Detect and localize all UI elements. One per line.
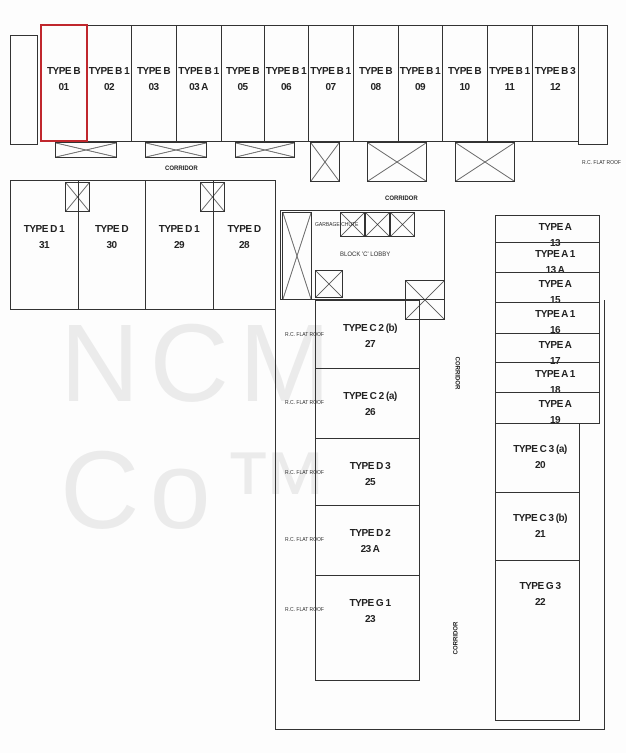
unit-type-label: TYPE B 1 [178, 66, 219, 77]
unit-no-label: 16 [549, 325, 561, 336]
flat-roof-label: R.C. FLAT ROOF [285, 537, 324, 543]
unit-type-label: TYPE D [227, 224, 261, 235]
flat-roof-top [578, 25, 608, 145]
unit-type-label: TYPE D 1 [158, 224, 200, 235]
unit-type-label: TYPE D 1 [23, 224, 65, 235]
unit-type-label: TYPE C 2 (a) [343, 391, 397, 402]
unit-no-label: 21 [534, 529, 546, 540]
unit-no-label: 09 [414, 82, 426, 93]
unit-type-label: TYPE A [538, 222, 572, 233]
unit-type-label: TYPE B [447, 66, 482, 77]
unit-no-label: 08 [370, 82, 381, 93]
unit-type-label: TYPE B [225, 66, 260, 77]
lift [340, 212, 365, 237]
unit-type-label: TYPE G 3 [519, 581, 561, 592]
unit-no-label: 31 [38, 240, 50, 251]
void [405, 280, 445, 320]
outer-wall [275, 300, 605, 730]
flat-roof-label: R.C. FLAT ROOF [285, 400, 324, 406]
garbage-chute-label: GARBAGE CHUTE [315, 222, 359, 228]
unit-type-label: TYPE B 1 [88, 66, 130, 77]
void [200, 182, 225, 212]
unit-type-label: TYPE B 1 [265, 66, 307, 77]
unit-no-label: 13 A [545, 265, 565, 276]
void [145, 142, 207, 158]
unit-22[interactable] [495, 560, 580, 721]
unit-type-label: TYPE D [94, 224, 129, 235]
unit-no-label: 03 A [189, 82, 208, 93]
unit-type-label: TYPE B 1 [489, 66, 530, 77]
void [367, 142, 427, 182]
unit-type-label: TYPE D 3 [349, 461, 391, 472]
unit-type-label: TYPE G 1 [349, 598, 391, 609]
unit-no-label: 28 [238, 240, 250, 251]
unit-no-label: 23 [364, 614, 376, 625]
corridor-label: CORRIDOR [385, 196, 418, 202]
flat-roof-label: R.C. FLAT ROOF [285, 332, 324, 338]
unit-no-label: 10 [459, 82, 470, 93]
unit-no-label: 23 A [360, 544, 380, 555]
unit-no-label: 29 [173, 240, 185, 251]
void [455, 142, 515, 182]
unit-23[interactable] [315, 575, 420, 681]
unit-type-label: TYPE A [538, 279, 572, 290]
unit-type-label: TYPE B [136, 66, 171, 77]
unit-type-label: TYPE B [46, 66, 81, 77]
void [282, 212, 312, 300]
flat-roof-label: R.C. FLAT ROOF [582, 160, 621, 166]
unit-type-label: TYPE A 1 [535, 249, 575, 260]
unit-type-label: TYPE A 1 [535, 369, 575, 380]
void [65, 182, 90, 212]
unit-no-label: 13 [549, 238, 561, 249]
unit-no-label: 06 [280, 82, 292, 93]
lift [365, 212, 390, 237]
corridor-label: CORRIDOR [165, 166, 198, 172]
unit-type-label: TYPE A [538, 340, 572, 351]
void [315, 270, 343, 298]
unit-type-label: TYPE C 2 (b) [342, 323, 398, 334]
void [55, 142, 117, 158]
void [310, 142, 340, 182]
watermark: NCM Co™ [60, 302, 341, 552]
unit-no-label: 25 [364, 477, 376, 488]
unit-no-label: 01 [58, 82, 69, 93]
flat-roof-label: R.C. FLAT ROOF [285, 607, 324, 613]
unit-no-label: 19 [549, 415, 561, 426]
void [235, 142, 295, 158]
unit-type-label: TYPE C 3 (a) [513, 444, 567, 455]
lift [390, 212, 415, 237]
selected-unit-highlight[interactable] [40, 24, 88, 142]
unit-type-label: TYPE C 3 (b) [512, 513, 568, 524]
unit-no-label: 17 [549, 356, 561, 367]
unit-no-label: 30 [106, 240, 117, 251]
unit-no-label: 18 [549, 385, 561, 396]
unit-type-label: TYPE B [358, 66, 393, 77]
stair-core [10, 35, 38, 145]
unit-type-label: TYPE B 1 [399, 66, 441, 77]
unit-no-label: 03 [148, 82, 159, 93]
unit-type-label: TYPE A 1 [535, 309, 575, 320]
unit-type-label: TYPE B 1 [310, 66, 351, 77]
unit-no-label: 05 [237, 82, 248, 93]
unit-no-label: 12 [549, 82, 561, 93]
lift-lobby [280, 210, 445, 300]
lobby-label: BLOCK 'C' LOBBY [340, 252, 391, 258]
flat-roof-label: R.C. FLAT ROOF [285, 470, 324, 476]
unit-type-label: TYPE B 3 [534, 66, 576, 77]
unit-no-label: 20 [534, 460, 546, 471]
unit-no-label: 07 [325, 82, 336, 93]
unit-type-label: TYPE D 2 [349, 528, 391, 539]
unit-no-label: 26 [364, 407, 376, 418]
unit-type-label: TYPE A [538, 399, 572, 410]
unit-no-label: 15 [549, 295, 561, 306]
unit-no-label: 27 [364, 339, 376, 350]
unit-no-label: 11 [504, 82, 515, 93]
unit-28[interactable] [213, 180, 276, 310]
unit-no-label: 22 [534, 597, 546, 608]
unit-no-label: 02 [103, 82, 115, 93]
